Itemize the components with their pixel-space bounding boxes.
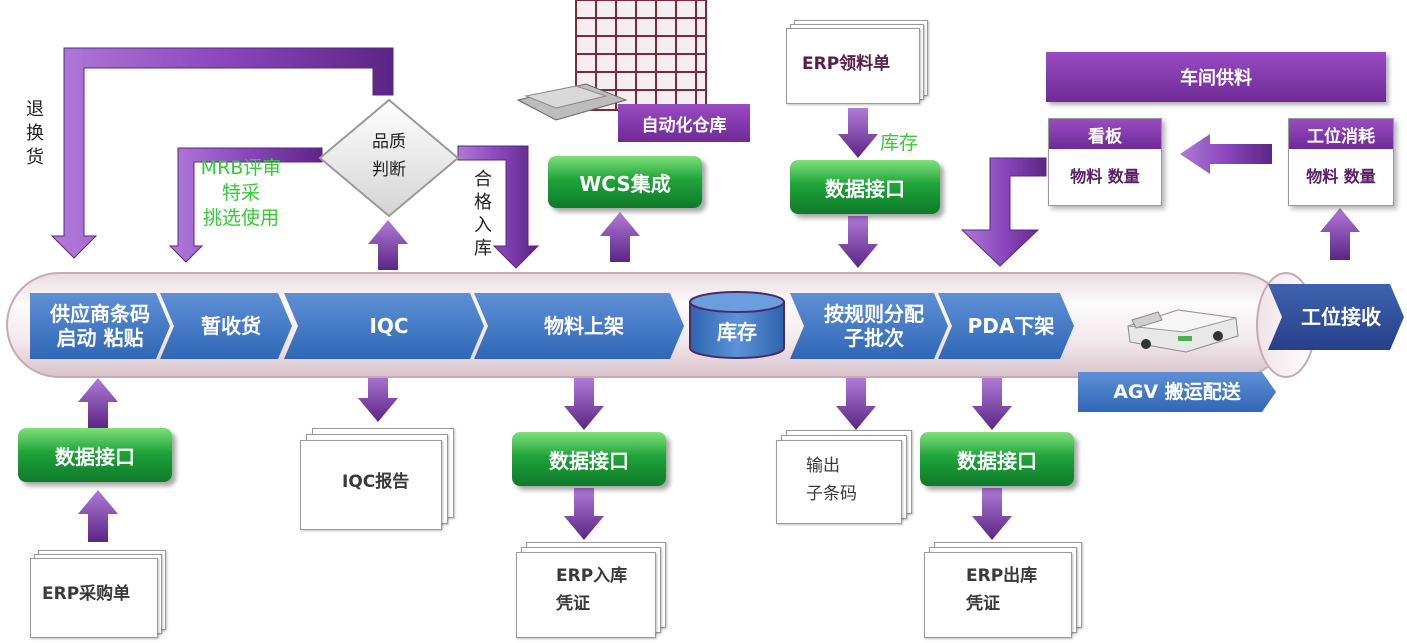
mrb-review-label: MRB评审 特采 挑选使用 (200, 157, 282, 229)
pass-in-label: 合 格 入 库 (474, 169, 492, 259)
quality-decision-diamond[interactable]: 品质 判断 (318, 98, 460, 218)
kanban-card[interactable]: 看板 物料 数量 (1048, 118, 1162, 206)
iqc-down-arrow (358, 372, 398, 422)
agv-vehicle-icon (1127, 309, 1239, 353)
doc-erp-in-voucher[interactable]: ERP入库 凭证 (516, 542, 666, 638)
doc-erp-purchase[interactable]: ERP采购单 (30, 550, 166, 638)
data-interface-erp-pick[interactable]: 数据接口 (790, 160, 940, 214)
step-temp-receive[interactable]: 暂收货 (160, 293, 292, 359)
step-pda-unload[interactable]: PDA下架 (938, 293, 1074, 359)
step-supplier-barcode[interactable]: 供应商条码 启动 粘贴 (30, 293, 170, 359)
supplier-up-arrow (78, 378, 118, 428)
doc-erp-in-voucher-label: ERP入库 凭证 (556, 566, 628, 614)
return-exchange-label: 退 换 货 (26, 99, 44, 168)
doc-erp-pick-list[interactable]: ERP领料单 (786, 20, 928, 106)
erp-pick-down-arrow (838, 108, 878, 158)
agv-transport[interactable]: AGV 搬运配送 (1078, 372, 1276, 412)
stock-label: 库存 (880, 132, 919, 154)
inventory-label: 库存 (717, 320, 757, 344)
doc-erp-out-voucher-label: ERP出库 凭证 (966, 566, 1038, 614)
automated-warehouse-label: 自动化仓库 (618, 104, 750, 142)
doc-erp-pick-list-label: ERP领料单 (802, 54, 891, 74)
doc-output-sub-barcode[interactable]: 输出 子条码 (776, 430, 912, 524)
interface-down-arrow (838, 216, 878, 268)
doc-output-sub-barcode-label: 输出 子条码 (806, 456, 857, 504)
step-workstation-receive[interactable]: 工位接收 (1268, 284, 1404, 350)
quality-decision-label: 品质 判断 (372, 132, 406, 180)
kanban-title: 看板 (1049, 119, 1161, 149)
step-shelving[interactable]: 物料上架 (474, 293, 684, 359)
consume-to-kanban-arrow (1180, 134, 1272, 174)
kanban-to-pda-arrow (960, 157, 1047, 267)
data-interface-supplier[interactable]: 数据接口 (18, 428, 172, 482)
data-interface-pda[interactable]: 数据接口 (920, 432, 1074, 486)
doc-iqc-report-label: IQC报告 (342, 472, 410, 492)
data-interface-shelving[interactable]: 数据接口 (512, 432, 666, 486)
mrb-loop-arrow (168, 147, 323, 263)
allocate-down-arrow (836, 378, 876, 430)
workshop-supply-header: 车间供料 (1046, 52, 1386, 102)
kanban-body: 物料 数量 (1070, 167, 1140, 186)
workstation-up-arrow (1320, 208, 1360, 260)
workstation-consume-card[interactable]: 工位消耗 物料 数量 (1288, 118, 1394, 206)
consume-title: 工位消耗 (1289, 119, 1393, 149)
pda-interface-down-arrow (972, 488, 1012, 540)
iqc-up-arrow (368, 220, 408, 270)
rack-icon (516, 0, 707, 121)
shelving-interface-down-arrow (564, 488, 604, 540)
shelving-down-arrow (564, 378, 604, 430)
consume-body: 物料 数量 (1306, 167, 1376, 186)
diamond-shape (318, 98, 460, 218)
agv-vehicle-image (1118, 290, 1244, 358)
inventory-cylinder[interactable]: 库存 (688, 290, 786, 360)
wcs-integration[interactable]: WCS集成 (548, 156, 702, 208)
pass-in-arrow (457, 145, 540, 269)
doc-iqc-report[interactable]: IQC报告 (300, 428, 454, 530)
purchase-up-arrow (78, 490, 118, 542)
doc-erp-purchase-label: ERP采购单 (42, 584, 131, 604)
doc-erp-out-voucher[interactable]: ERP出库 凭证 (924, 542, 1082, 638)
wcs-up-arrow (600, 212, 640, 262)
return-loop-arrow (50, 47, 394, 259)
automated-warehouse-image (516, 0, 716, 128)
step-allocate-sub-batch[interactable]: 按规则分配 子批次 (790, 293, 948, 359)
pda-down-arrow (972, 378, 1012, 430)
cylinder-shape (689, 291, 785, 359)
step-iqc[interactable]: IQC (284, 293, 484, 359)
